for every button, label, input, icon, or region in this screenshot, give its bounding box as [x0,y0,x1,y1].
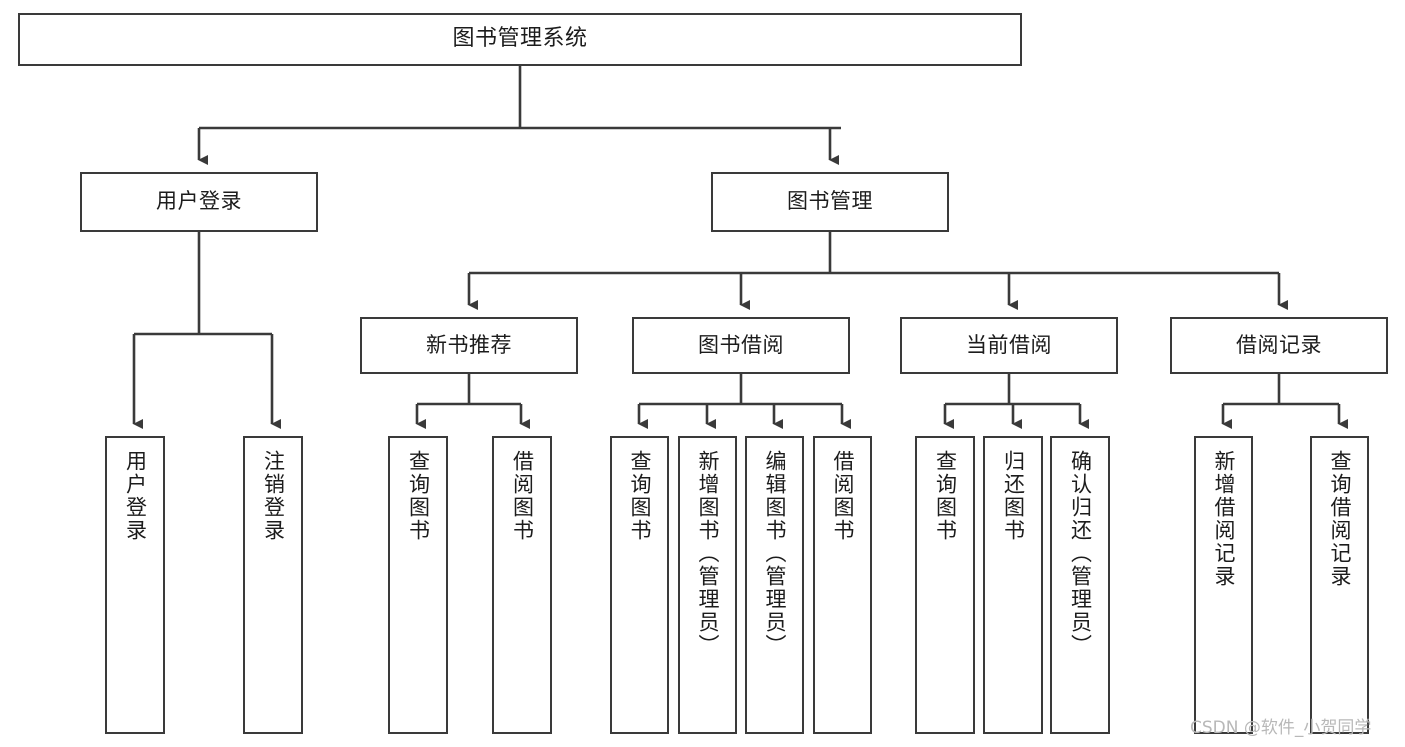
node-label: 注销登录 [261,450,286,542]
node-new-book-recommendation[interactable]: 新书推荐 [360,317,578,374]
node-label: 借阅图书 [510,450,535,542]
node-label: 查询图书 [406,450,431,542]
csdn-watermark: CSDN @软件_小贺同学 [1190,718,1372,738]
leaf-query-borrowing-record[interactable]: 查询借阅记录 [1310,436,1369,734]
leaf-return-book[interactable]: 归还图书 [983,436,1043,734]
node-label: 用户登录 [156,189,242,214]
node-label: 当前借阅 [966,332,1052,357]
leaf-add-borrowing-record[interactable]: 新增借阅记录 [1194,436,1253,734]
node-label: 图书借阅 [698,332,784,357]
leaf-user-login[interactable]: 用户登录 [105,436,165,734]
leaf-query-book-current[interactable]: 查询图书 [915,436,975,734]
node-label: 查询借阅记录 [1328,450,1352,588]
node-label: 查询图书 [933,450,958,542]
node-label: 确认归还（管理员） [1068,450,1093,657]
node-label: 图书管理系统 [452,26,588,52]
node-borrowing-record[interactable]: 借阅记录 [1170,317,1388,374]
node-label: 新增借阅记录 [1212,450,1236,588]
leaf-edit-book-admin[interactable]: 编辑图书（管理员） [745,436,804,734]
leaf-logout-login[interactable]: 注销登录 [243,436,303,734]
node-label: 归还图书 [1001,450,1026,542]
leaf-query-book-borrow[interactable]: 查询图书 [610,436,669,734]
node-label: 新书推荐 [426,332,512,357]
node-label: 编辑图书（管理员） [763,450,787,657]
leaf-borrow-book-borrow[interactable]: 借阅图书 [813,436,872,734]
node-book-management[interactable]: 图书管理 [711,172,949,232]
node-label: 图书管理 [787,189,873,214]
node-label: 新增图书（管理员） [696,450,720,657]
leaf-borrow-book-new-rec[interactable]: 借阅图书 [492,436,552,734]
node-label: 用户登录 [123,450,148,542]
node-label: 借阅记录 [1236,332,1322,357]
node-root-book-management-system[interactable]: 图书管理系统 [18,13,1022,66]
node-label: 借阅图书 [831,450,855,542]
leaf-confirm-return-admin[interactable]: 确认归还（管理员） [1050,436,1110,734]
leaf-query-book-new-rec[interactable]: 查询图书 [388,436,448,734]
leaf-add-book-admin[interactable]: 新增图书（管理员） [678,436,737,734]
node-current-borrowing[interactable]: 当前借阅 [900,317,1118,374]
node-label: 查询图书 [628,450,652,542]
node-user-login[interactable]: 用户登录 [80,172,318,232]
node-book-borrowing[interactable]: 图书借阅 [632,317,850,374]
